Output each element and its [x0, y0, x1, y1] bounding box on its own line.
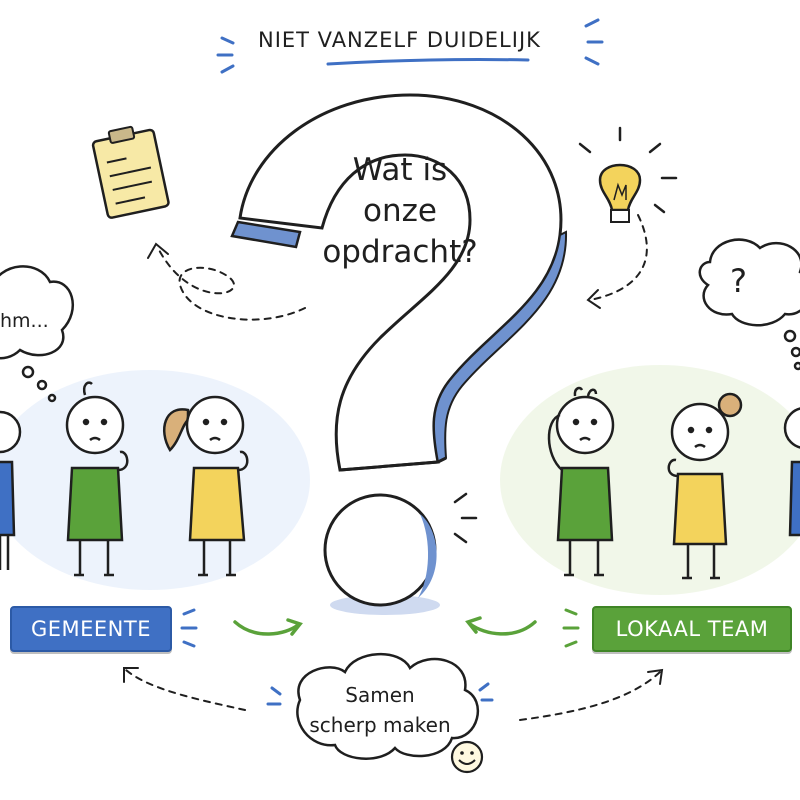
badge-dashes-right: [562, 608, 580, 648]
smiley-icon: [450, 740, 484, 774]
right-thought-cloud: [698, 238, 800, 371]
emphasis-marks: [453, 492, 478, 544]
person-yellow-left: [162, 395, 249, 577]
person-left-edge: [0, 410, 22, 570]
badge-dashes: [180, 608, 198, 648]
bottom-cloud: [296, 653, 480, 760]
lokaal-team-badge: LOKAAL TEAM: [592, 606, 792, 652]
left-thought-text: hm...: [0, 310, 49, 332]
right-thought-text: ?: [730, 262, 747, 300]
question-line-2: onze: [363, 193, 437, 229]
person-green-left: [65, 381, 129, 577]
person-right-edge: [783, 407, 800, 537]
question-line-3: opdracht?: [322, 234, 478, 270]
bottom-line-2: scherp maken: [309, 713, 451, 737]
person-green-right: [547, 386, 615, 577]
lightbulb-icon: [578, 126, 678, 223]
gemeente-badge: GEMEENTE: [10, 606, 172, 652]
arrow-heads: [123, 242, 664, 685]
question-line-1: Wat is: [352, 152, 448, 188]
dashed-arrows: [125, 214, 661, 721]
central-question: Wat is onze opdracht?: [300, 150, 500, 273]
question-dot: [323, 493, 437, 607]
right-group-wash: [500, 365, 800, 595]
clipboard-icon: [91, 125, 170, 219]
question-mark-icon: [230, 93, 568, 607]
header-title: NIET VANZELF DUIDELIJK: [258, 28, 541, 52]
left-thought-cloud: [0, 265, 75, 403]
bottom-line-1: Samen: [345, 683, 415, 707]
green-arrows: [233, 616, 537, 636]
title-decorations: [216, 18, 604, 74]
bottom-cloud-text: Samen scherp maken: [300, 680, 460, 740]
left-group-wash: [0, 370, 310, 590]
bottom-cloud-dashes: [266, 682, 494, 706]
person-yellow-right: [667, 392, 743, 580]
